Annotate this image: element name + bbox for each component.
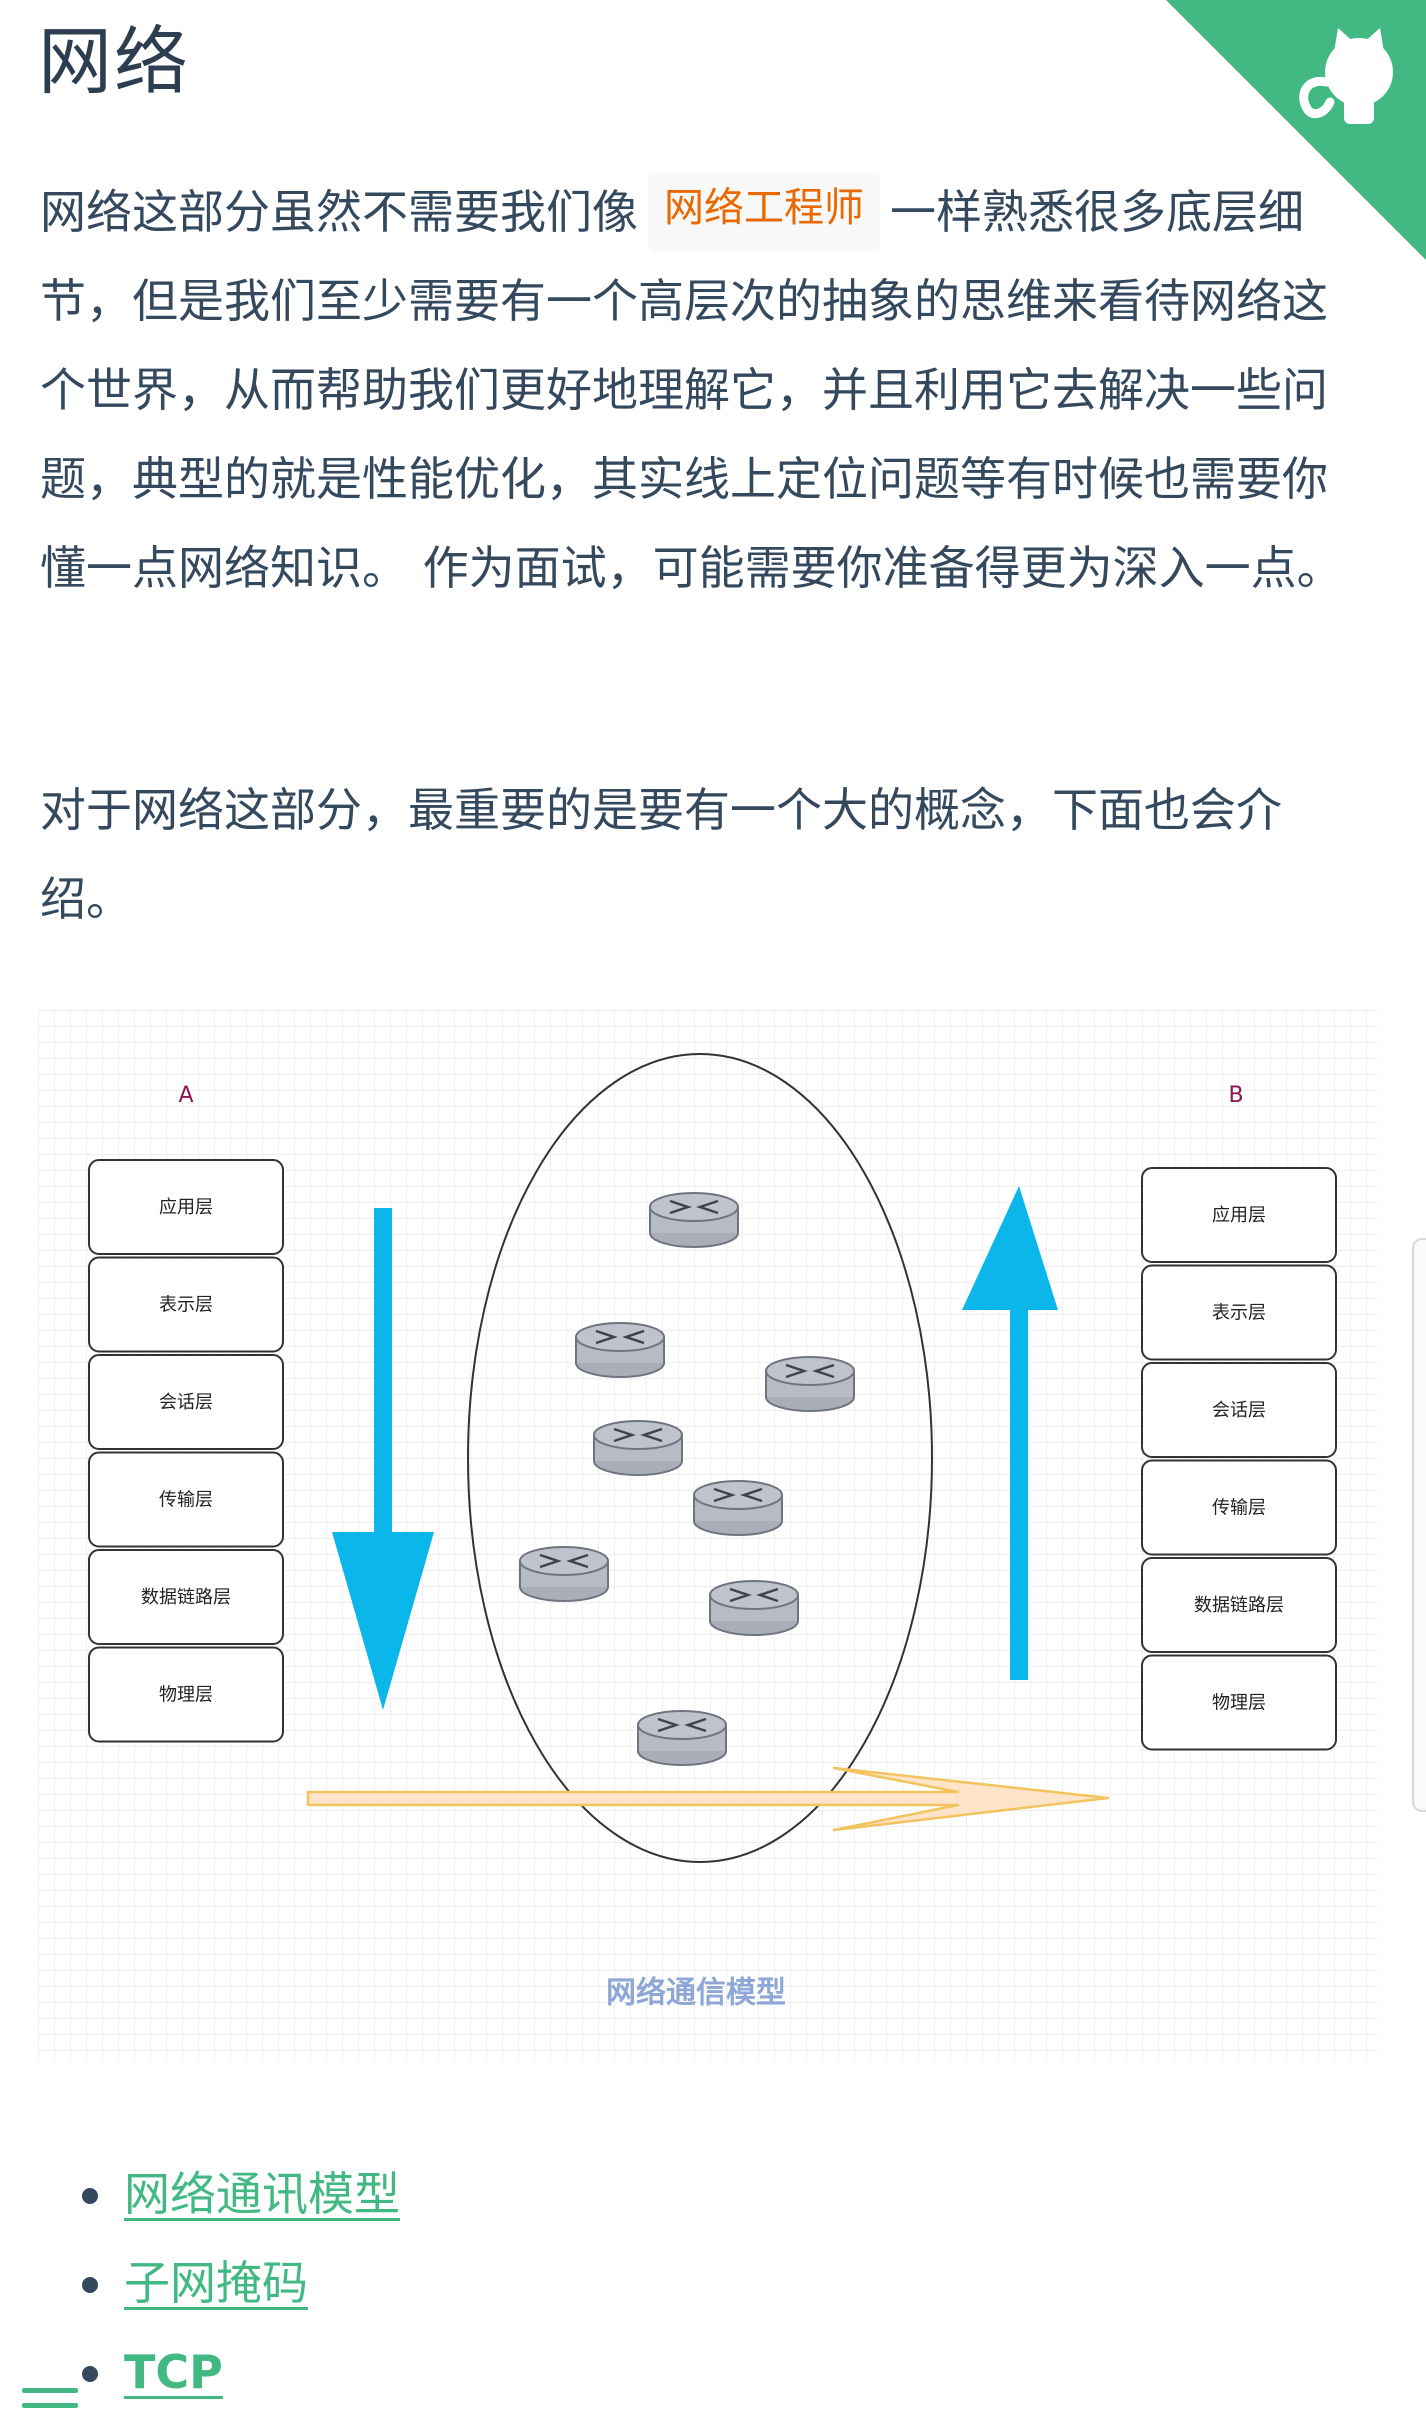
host-a-layer-box <box>88 1159 284 1255</box>
router-icon <box>709 1580 799 1636</box>
host-a-label: A <box>178 1083 193 1108</box>
router-icon <box>519 1546 609 1602</box>
bullet-icon <box>82 2188 98 2204</box>
host-b-layer-label: 数据链路层 <box>1194 1595 1284 1616</box>
host-a-layer-label: 表示层 <box>159 1295 213 1316</box>
scroll-handle[interactable] <box>1412 1238 1426 1812</box>
list-item: 网络通讯模型 <box>78 2150 400 2239</box>
host-b-layer-box <box>1141 1557 1337 1653</box>
host-b-layer-box <box>1141 1654 1337 1751</box>
intro-text-after: 一样熟悉很多底层细节，但是我们至少需要有一个高层次的抽象的思维来看待网络这个世界… <box>40 185 1343 595</box>
router-icon <box>593 1420 683 1476</box>
intro-text-before: 网络这部分虽然不需要我们像 <box>40 185 638 239</box>
host-b-label: B <box>1228 1083 1243 1108</box>
router-icon <box>765 1356 855 1412</box>
up-arrow <box>962 1186 1058 1680</box>
list-item: 子网掩码 <box>78 2239 400 2328</box>
host-b-layer-label: 传输层 <box>1212 1498 1266 1519</box>
link-network-model[interactable]: 网络通讯模型 <box>124 2167 400 2221</box>
network-model-diagram: A B 应用层表示层会话层传输层数据链路层物理层 应用层表示层会话层传输层数据链路层物… <box>38 1010 1378 2060</box>
host-b-layer-label: 会话层 <box>1212 1400 1266 1421</box>
horizontal-arrow <box>306 1766 1110 1832</box>
topic-link-list: 网络通讯模型 子网掩码 TCP <box>78 2150 400 2417</box>
host-b-layer-box <box>1141 1362 1337 1458</box>
link-tcp[interactable]: TCP <box>124 2345 223 2399</box>
host-b-layer-label: 表示层 <box>1212 1303 1266 1324</box>
host-b-layer-box <box>1141 1264 1337 1361</box>
github-corner-link[interactable] <box>1166 0 1426 260</box>
diagram-caption: 网络通信模型 <box>606 1976 786 2011</box>
host-b-layer-box <box>1141 1459 1337 1556</box>
intro-paragraph: 网络这部分虽然不需要我们像网络工程师一样熟悉很多底层细节，但是我们至少需要有一个… <box>40 168 1360 613</box>
host-a-layer-box <box>88 1646 284 1743</box>
host-a-layer-label: 传输层 <box>159 1490 213 1511</box>
router-icon <box>575 1322 665 1378</box>
host-a-layer-label: 物理层 <box>159 1685 213 1706</box>
host-b-layer-box <box>1141 1167 1337 1263</box>
menu-icon[interactable] <box>22 2388 78 2416</box>
down-arrow <box>332 1208 434 1710</box>
page-title: 网络 <box>38 19 190 105</box>
concept-paragraph: 对于网络这部分，最重要的是要有一个大的概念，下面也会介绍。 <box>40 783 1282 926</box>
link-subnet-mask[interactable]: 子网掩码 <box>124 2256 308 2310</box>
router-icon <box>637 1710 727 1766</box>
host-b-layer-label: 应用层 <box>1212 1205 1266 1226</box>
host-a-layer-box <box>88 1549 284 1645</box>
host-a-layer-label: 应用层 <box>159 1197 213 1218</box>
list-item: TCP <box>78 2328 400 2417</box>
host-b-layer-label: 物理层 <box>1212 1693 1266 1714</box>
host-a-layer-label: 数据链路层 <box>141 1587 231 1608</box>
host-a-layer-box <box>88 1451 284 1548</box>
router-icon <box>649 1192 739 1248</box>
host-a-layer-box <box>88 1354 284 1450</box>
github-octocat-icon <box>1299 28 1393 124</box>
inline-code-network-engineer: 网络工程师 <box>648 173 880 251</box>
network-cloud-ellipse <box>467 1053 933 1863</box>
host-a-layer-label: 会话层 <box>159 1392 213 1413</box>
bullet-icon <box>82 2366 98 2382</box>
bullet-icon <box>82 2277 98 2293</box>
host-a-layer-box <box>88 1256 284 1353</box>
router-icon <box>693 1480 783 1536</box>
